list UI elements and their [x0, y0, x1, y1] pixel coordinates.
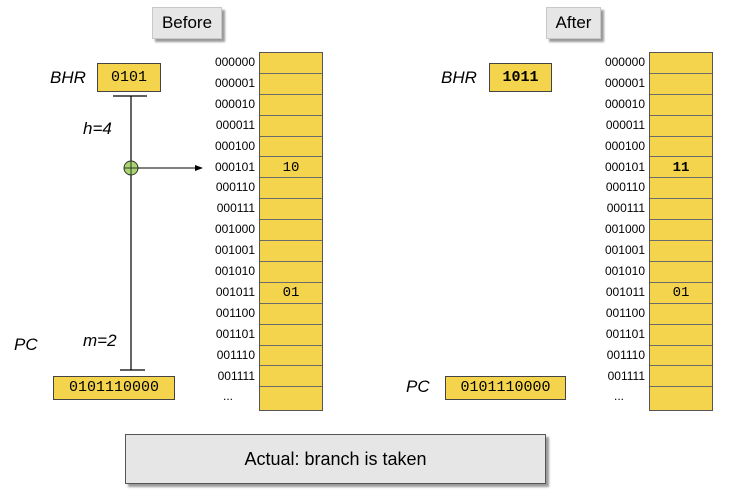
after-counter-cell: 11	[650, 158, 712, 179]
before-counter-cell	[260, 241, 322, 262]
after-counter-cell	[650, 241, 712, 262]
before-address-13: 001101	[215, 326, 255, 341]
before-address-14: 001110	[216, 347, 255, 362]
before-address-2: 000010	[214, 96, 255, 111]
after-bhr-register: 1011	[489, 63, 552, 92]
after-counter-cell	[650, 325, 712, 346]
before-counter-cell	[260, 178, 322, 200]
after-address-14: 001110	[606, 347, 645, 362]
xor-icon	[123, 160, 139, 176]
before-counter-cell	[260, 262, 322, 283]
before-address-6: 000110	[215, 180, 255, 195]
before-address-15: 001111	[217, 368, 255, 383]
before-address-11: 001011	[215, 284, 255, 299]
before-counter-cell: 01	[260, 283, 322, 304]
before-address-3: 000011	[215, 117, 255, 132]
after-address-12: 001100	[605, 305, 645, 320]
after-address-10: 001010	[604, 264, 645, 278]
after-counter-cell	[650, 367, 712, 388]
before-counter-cell	[260, 199, 322, 221]
after-address-7: 000111	[606, 201, 645, 216]
before-bhr-register: 0101	[97, 63, 161, 92]
before-counter-cell	[260, 325, 322, 346]
before-address-4: 000100	[214, 138, 255, 153]
after-address-6: 000110	[605, 180, 645, 195]
after-address-15: 001111	[607, 368, 645, 383]
before-address-1: 000001	[214, 75, 255, 90]
after-counter-cell	[650, 199, 712, 221]
before-pc-register: 0101110000	[53, 376, 175, 400]
after-address-3: 000011	[605, 117, 645, 132]
after-title: After	[546, 7, 601, 39]
before-address-9: 001001	[214, 243, 255, 258]
after-counter-cell	[650, 74, 712, 95]
after-counter-cell: 01	[650, 283, 712, 304]
before-counter-cell	[260, 53, 322, 74]
before-ellipsis: ...	[222, 389, 233, 403]
after-pc-label: PC	[406, 377, 430, 396]
before-counter-cell	[260, 346, 322, 367]
after-counter-cell	[650, 53, 712, 74]
before-pc-label: PC	[14, 335, 38, 354]
before-counter-cell	[260, 367, 322, 388]
after-address-9: 001001	[604, 243, 645, 258]
after-address-5: 000101	[604, 159, 645, 174]
before-counter-cell: 10	[260, 158, 322, 179]
before-address-5: 000101	[214, 159, 255, 174]
before-title: Before	[152, 7, 222, 39]
after-address-11: 001011	[605, 284, 645, 299]
after-pc-register: 0101110000	[445, 376, 566, 400]
before-counter-cell	[260, 95, 322, 116]
after-address-0: 000000	[604, 55, 645, 69]
after-counter-cell	[650, 178, 712, 200]
before-counter-cell	[260, 74, 322, 95]
before-counter-cell	[260, 304, 322, 325]
after-address-8: 001000	[604, 222, 645, 237]
actual-outcome-box: Actual: branch is taken	[125, 434, 546, 484]
before-address-12: 001100	[215, 305, 255, 320]
after-counter-cell	[650, 137, 712, 158]
after-address-2: 000010	[604, 96, 645, 111]
after-counter-cell	[650, 346, 712, 367]
before-address-10: 001010	[214, 264, 255, 278]
after-counter-cell	[650, 220, 712, 242]
after-counter-cell	[650, 116, 712, 137]
after-counter-cell	[650, 95, 712, 116]
after-counter-cell	[650, 262, 712, 283]
after-pht-table: 11 01	[649, 52, 713, 411]
before-address-7: 000111	[216, 201, 255, 216]
before-m-label: m=2	[83, 331, 117, 350]
after-counter-cell	[650, 304, 712, 325]
before-h-label: h=4	[83, 119, 112, 138]
before-address-8: 001000	[214, 222, 255, 237]
before-counter-cell	[260, 116, 322, 137]
before-pht-table: 10 01	[259, 52, 323, 411]
arrow-right-icon	[138, 165, 203, 171]
before-counter-cell	[260, 137, 322, 158]
after-address-4: 000100	[604, 138, 645, 153]
after-bhr-label: BHR	[441, 68, 477, 87]
after-address-13: 001101	[605, 326, 645, 341]
before-counter-cell	[260, 220, 322, 242]
before-address-0: 000000	[214, 55, 255, 69]
actual-outcome-text: Actual: branch is taken	[244, 449, 427, 469]
after-address-1: 000001	[604, 75, 645, 90]
after-ellipsis: ...	[613, 389, 624, 403]
before-bhr-label: BHR	[50, 68, 86, 87]
